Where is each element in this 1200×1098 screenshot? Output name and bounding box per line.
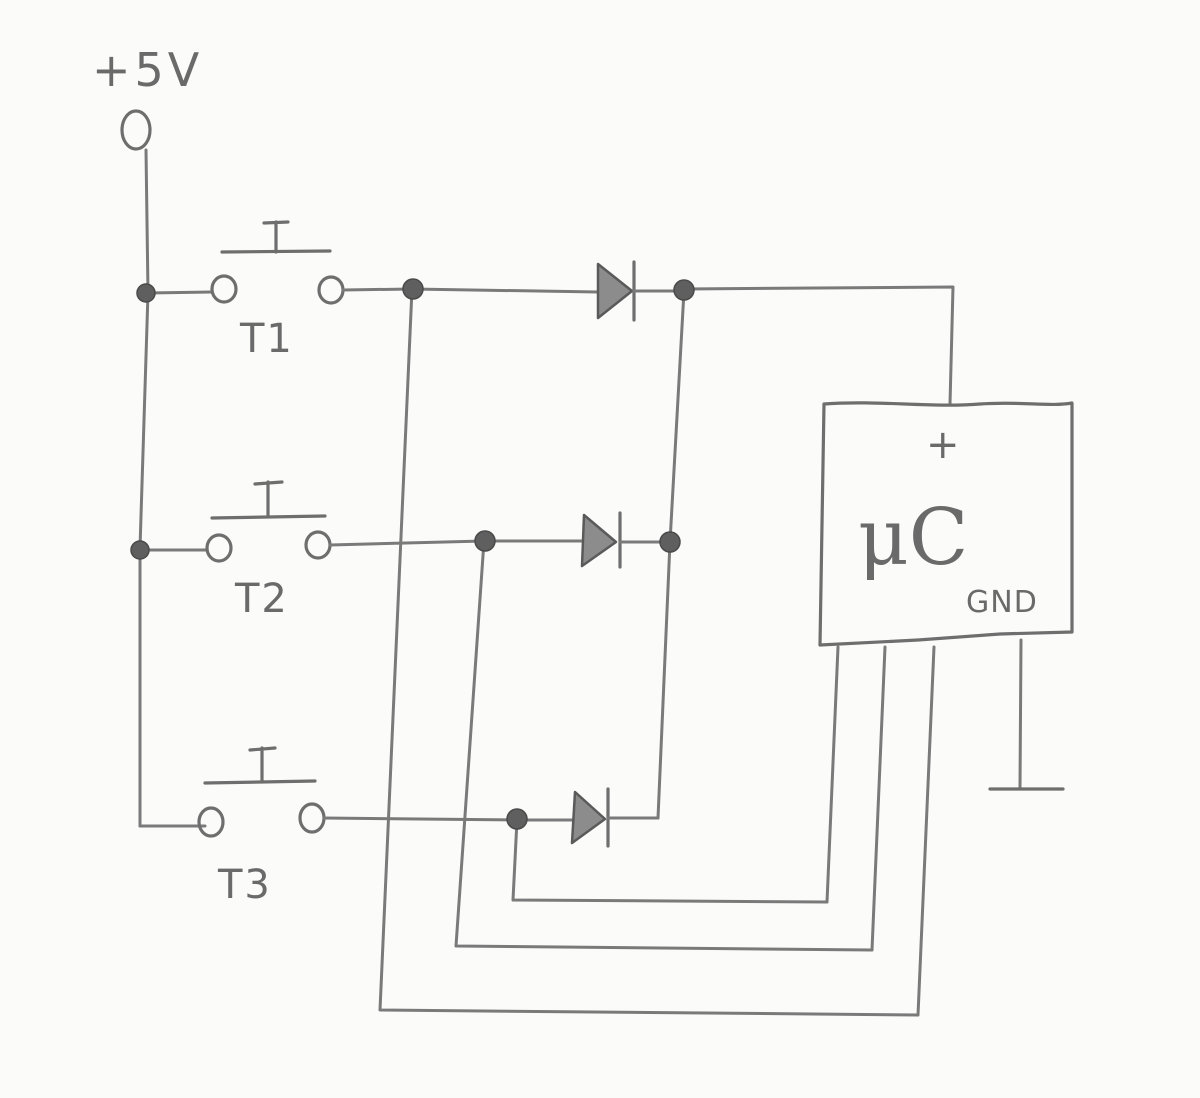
junction-d1-cathode — [673, 279, 695, 301]
t3-actuator-bar — [203, 779, 317, 785]
d2-anode-triangle — [580, 513, 618, 568]
junction-t2-output — [474, 530, 496, 552]
diode-d2 — [580, 511, 672, 569]
cathode-bus-wire — [656, 289, 686, 820]
t3-output-wire — [322, 816, 576, 822]
rail-to-t1-wire — [146, 290, 214, 295]
t2-label: T2 — [234, 576, 289, 622]
ground-connection — [988, 638, 1065, 791]
t2-sense-wire — [454, 539, 887, 952]
supply-rail — [138, 148, 214, 828]
t3-actuator-stem — [248, 746, 277, 784]
junction-t1-output — [402, 278, 424, 300]
sense-wires — [378, 287, 936, 1017]
ground-wire — [1018, 638, 1023, 790]
push-button-t2: T2 — [205, 480, 332, 622]
mc-supply-wire — [682, 285, 955, 406]
t1-label: T1 — [239, 316, 294, 362]
mc-label: μC — [858, 493, 968, 583]
diode-d1 — [596, 260, 686, 322]
push-button-t3: T3 — [197, 746, 326, 908]
junction-rail-t1 — [136, 283, 156, 303]
switch-output-wires — [322, 287, 600, 822]
junction-dots — [130, 278, 695, 830]
supply-terminal-circle — [120, 109, 152, 151]
junction-rail-t2 — [130, 540, 150, 560]
t3-contact-right — [298, 802, 326, 834]
push-button-t1: T1 — [210, 220, 345, 362]
microcontroller-box — [818, 401, 1074, 647]
t2-contact-right — [304, 530, 332, 560]
diode-d3 — [570, 787, 660, 848]
t1-sense-wire — [378, 287, 936, 1017]
d1-anode-triangle — [596, 262, 634, 320]
t1-contact-right — [317, 275, 345, 305]
junction-d2-cathode — [659, 531, 681, 553]
t3-contact-left — [197, 806, 225, 838]
t3-sense-wire — [511, 645, 840, 904]
t3-label: T3 — [217, 862, 272, 908]
supply-terminal: +5V — [92, 43, 203, 151]
t1-actuator-stem — [262, 220, 290, 254]
t1-contact-left — [210, 274, 238, 304]
mc-ground-pin-label: GND — [966, 585, 1038, 620]
supply-rail-wire — [138, 148, 150, 828]
d3-anode-triangle — [570, 790, 607, 845]
t2-actuator-stem — [253, 480, 284, 518]
t1-output-wire — [341, 287, 600, 294]
microcontroller: + μC GND — [818, 401, 1074, 647]
junction-t3-output — [506, 808, 528, 830]
t2-contact-left — [205, 533, 233, 563]
mc-supply-pin-label: + — [926, 422, 960, 468]
supply-label: +5V — [92, 43, 203, 97]
t2-output-wire — [328, 539, 586, 547]
